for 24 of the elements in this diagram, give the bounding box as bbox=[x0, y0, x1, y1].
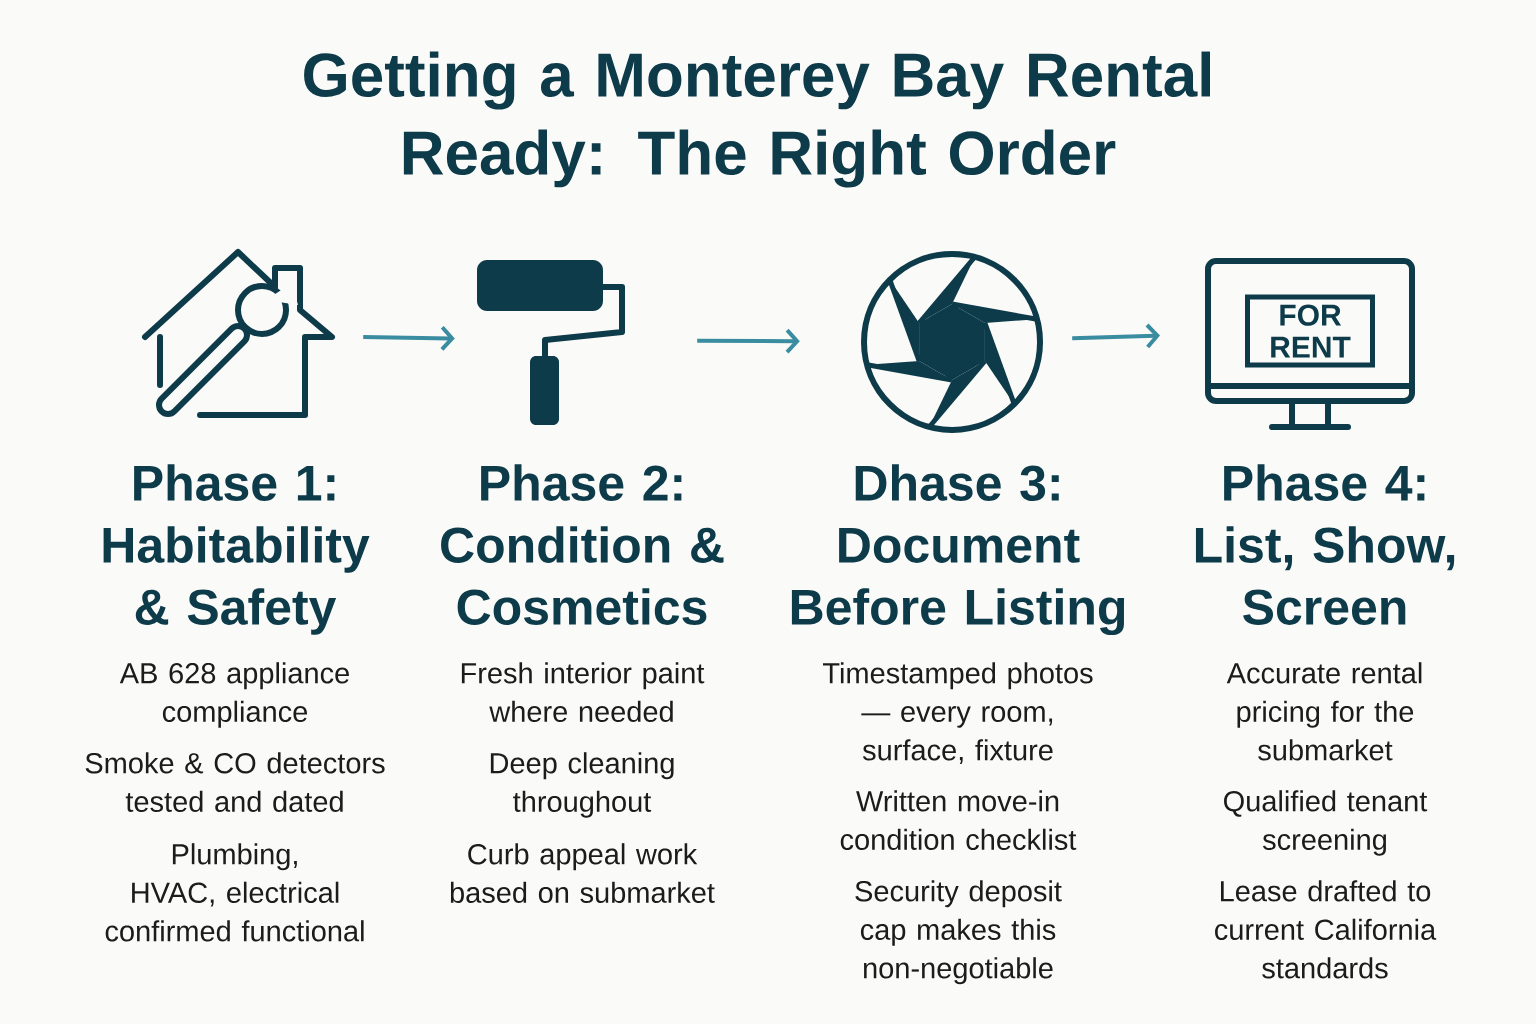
step-text: Plumbing, HVAC, electrical confirmed functional bbox=[105, 843, 364, 942]
step-text: Deep cleaning throughout bbox=[490, 752, 674, 818]
step-text: AB 628 appliance compliance bbox=[119, 662, 349, 728]
step-text: Qualified tenant screening bbox=[1224, 790, 1428, 856]
step-text: Smoke & CO detectors tested and dated bbox=[85, 752, 385, 812]
monitor-drawing: FOR RENT bbox=[1205, 258, 1415, 430]
arrow bbox=[1072, 323, 1161, 349]
step-text: Security deposit cap makes this non-negotiable bbox=[855, 880, 1062, 985]
house-wrench-drawing bbox=[142, 249, 335, 418]
step-text: Fresh interior paint where needed bbox=[461, 662, 705, 722]
phase-heading: Phase 4: List, Show, Screen bbox=[1195, 464, 1455, 625]
arrow bbox=[697, 328, 800, 354]
paint-roller-drawing bbox=[477, 260, 625, 425]
phase-heading: Dhase 3: Document Before Listing bbox=[791, 464, 1125, 636]
title: Getting a Monterey Bay Rental Ready: The Right Order bbox=[304, 51, 1210, 188]
step-text: Accurate rental pricing for the submarket bbox=[1226, 662, 1422, 761]
step-text: Written move-in condition checklist bbox=[840, 790, 1077, 850]
step-text: Lease drafted to current California standards bbox=[1215, 880, 1437, 979]
phase-heading: Phase 1: Habitability & Safety bbox=[103, 464, 370, 635]
arrow bbox=[363, 325, 455, 351]
camera-aperture-drawing bbox=[861, 251, 1043, 433]
step-text: Timestamped photos — every room, surface, fixture bbox=[823, 662, 1093, 764]
step-text: Curb appeal work based on submarket bbox=[450, 843, 715, 903]
phase-heading: Phase 2: Condition & Cosmetics bbox=[441, 464, 724, 625]
